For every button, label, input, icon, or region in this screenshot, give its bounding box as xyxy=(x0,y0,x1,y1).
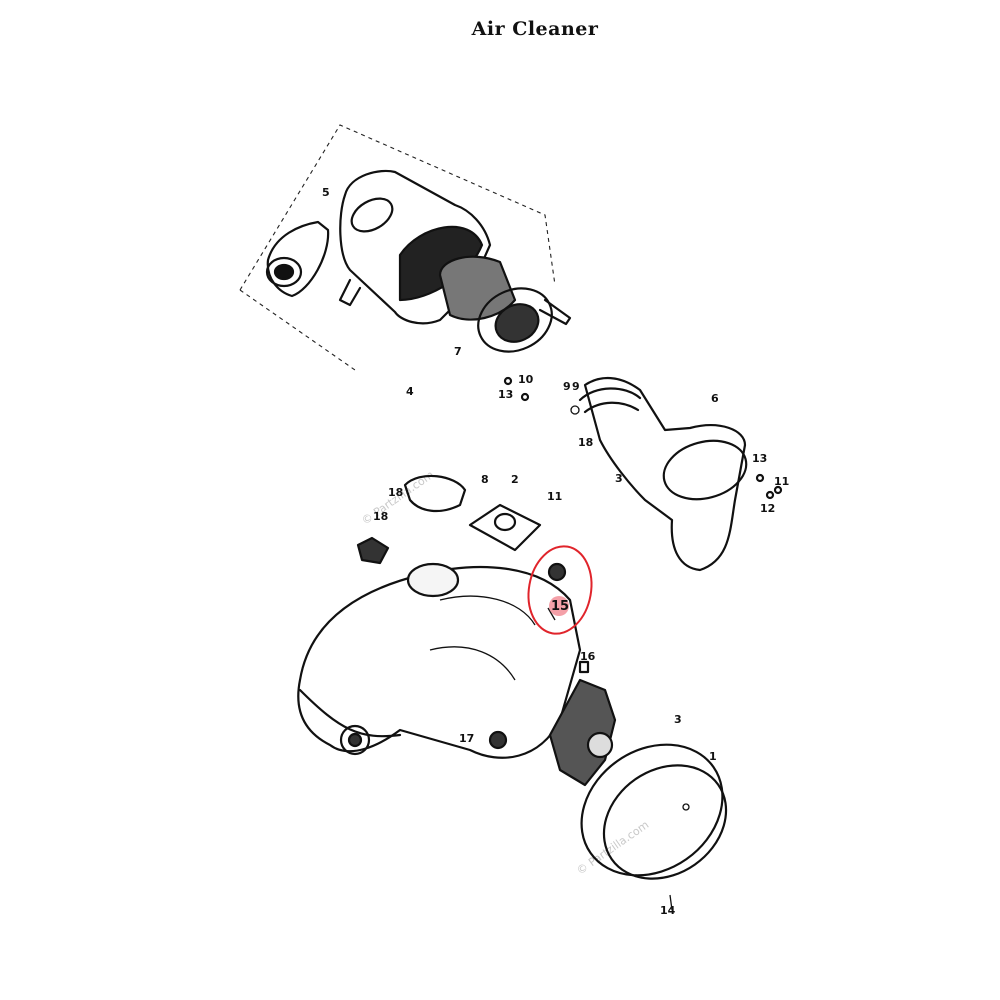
part-13-washer xyxy=(520,392,530,402)
callout-9-b: 9 xyxy=(572,380,580,393)
diagram-title: Air Cleaner xyxy=(471,18,599,40)
assembly-outline xyxy=(239,124,556,371)
part-17-clamp xyxy=(488,730,508,750)
part-1-cap xyxy=(580,743,728,911)
part-2-cover-plate xyxy=(468,503,542,552)
callout-5: 5 xyxy=(322,186,330,199)
highlight-part-15 xyxy=(527,545,593,635)
part-18-band xyxy=(403,474,467,513)
middle-small-parts xyxy=(356,474,567,621)
callout-16: 16 xyxy=(580,650,596,663)
callout-6: 6 xyxy=(711,392,719,405)
highlight-ring xyxy=(527,545,593,635)
part-13-bolt-right xyxy=(755,473,765,483)
callout-13-right: 13 xyxy=(752,452,767,465)
callout-17: 17 xyxy=(459,732,474,745)
callout-18-band: 18 xyxy=(388,486,403,499)
callout-9-a: 9 xyxy=(563,380,571,393)
callout-10: 10 xyxy=(518,373,534,386)
callout-15: 15 xyxy=(551,599,569,614)
callout-labels: 5 4 7 10 13 9 9 18 6 13 11 12 3 18 8 2 1… xyxy=(322,186,789,917)
callout-3-right: 3 xyxy=(615,472,623,485)
callout-18-right: 18 xyxy=(578,436,593,449)
part-6-intake-duct xyxy=(570,377,783,572)
callout-14: 14 xyxy=(660,904,676,917)
callout-18-cap: 18 xyxy=(373,510,388,523)
part-12-washer-right xyxy=(765,490,775,500)
watermark-2: © Partzilla.com xyxy=(574,818,651,877)
callout-2: 2 xyxy=(511,473,519,486)
part-11-nut-right xyxy=(773,485,783,495)
highlight-dot xyxy=(549,596,569,616)
part-9-clip xyxy=(570,405,580,415)
callout-13-top: 13 xyxy=(498,388,513,401)
part-10-screw xyxy=(503,376,513,386)
part-18-cap xyxy=(356,536,390,565)
part-14-screw xyxy=(669,894,673,911)
part-5-flange xyxy=(265,220,330,298)
lower-air-box xyxy=(297,562,582,759)
upper-assembly xyxy=(239,124,572,402)
callout-3: 3 xyxy=(674,713,682,726)
part-15-nut xyxy=(547,562,567,582)
callout-8: 8 xyxy=(481,473,489,486)
carburetor xyxy=(488,660,617,787)
callout-7: 7 xyxy=(454,345,462,358)
part-7-filter-element xyxy=(438,255,572,353)
callout-12: 12 xyxy=(760,502,775,515)
callout-1: 1 xyxy=(709,750,717,763)
callout-11-right: 11 xyxy=(774,475,789,488)
callout-4: 4 xyxy=(406,385,414,398)
callout-11-mid: 11 xyxy=(547,490,562,503)
